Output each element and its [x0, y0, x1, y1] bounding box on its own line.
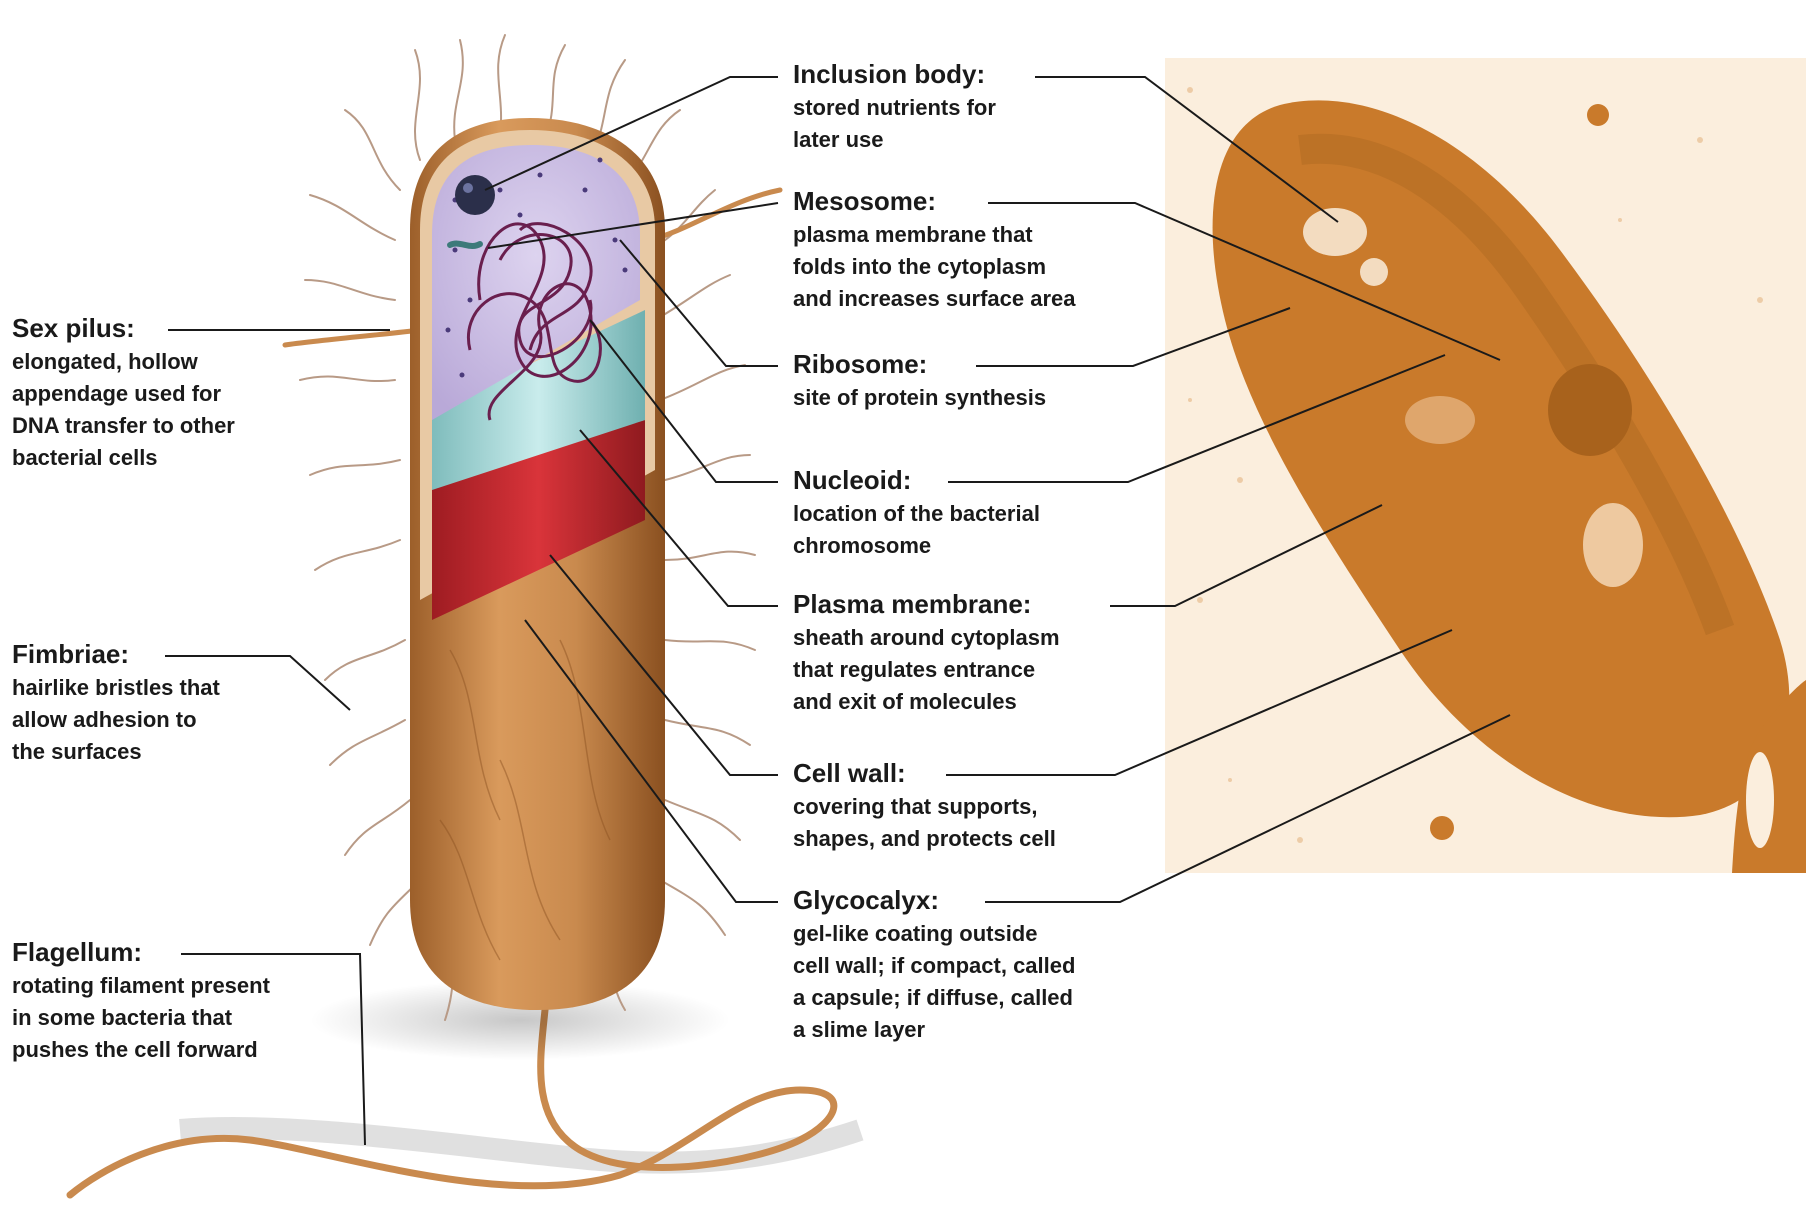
label-flagellum-title: Flagellum: [12, 936, 352, 968]
label-cell-wall-desc: covering that supports, shapes, and prot… [793, 791, 1133, 855]
label-nucleoid-desc: location of the bacterial chromosome [793, 498, 1133, 562]
label-fimbriae: Fimbriae: hairlike bristles that allow a… [12, 638, 352, 768]
label-mesosome-title: Mesosome: [793, 185, 1133, 217]
inclusion-body-highlight [463, 183, 473, 193]
label-inclusion-body-title: Inclusion body: [793, 58, 1133, 90]
micrograph-inclusion [1303, 208, 1367, 256]
micrograph-light-area [1583, 503, 1643, 587]
label-inclusion-body-desc: stored nutrients for later use [793, 92, 1133, 156]
micrograph-inclusion [1360, 258, 1388, 286]
label-plasma-membrane: Plasma membrane: sheath around cytoplasm… [793, 588, 1133, 718]
label-fimbriae-desc: hairlike bristles that allow adhesion to… [12, 672, 352, 768]
inclusion-body [455, 175, 495, 215]
label-plasma-membrane-desc: sheath around cytoplasm that regulates e… [793, 622, 1133, 718]
micrograph-speck [1587, 104, 1609, 126]
label-ribosome-desc: site of protein synthesis [793, 382, 1133, 414]
micrograph-gap [1746, 752, 1774, 848]
label-inclusion-body: Inclusion body: stored nutrients for lat… [793, 58, 1133, 156]
label-sex-pilus-desc: elongated, hollow appendage used for DNA… [12, 346, 352, 474]
micrograph-light-area [1405, 396, 1475, 444]
label-cell-wall-title: Cell wall: [793, 757, 1133, 789]
label-mesosome-desc: plasma membrane that folds into the cyto… [793, 219, 1133, 315]
label-ribosome: Ribosome: site of protein synthesis [793, 348, 1133, 414]
mesosome-fold [450, 244, 480, 246]
label-flagellum: Flagellum: rotating filament present in … [12, 936, 352, 1066]
micrograph-speck [1430, 816, 1454, 840]
label-glycocalyx: Glycocalyx: gel-like coating outside cel… [793, 884, 1133, 1046]
micrograph [1165, 58, 1806, 873]
label-nucleoid: Nucleoid: location of the bacterial chro… [793, 464, 1133, 562]
label-flagellum-desc: rotating filament present in some bacter… [12, 970, 352, 1066]
label-fimbriae-title: Fimbriae: [12, 638, 352, 670]
sex-pilus-appendage [650, 190, 780, 240]
label-nucleoid-title: Nucleoid: [793, 464, 1133, 496]
label-glycocalyx-desc: gel-like coating outside cell wall; if c… [793, 918, 1133, 1046]
bacterial-cell [410, 118, 665, 1010]
label-ribosome-title: Ribosome: [793, 348, 1133, 380]
label-plasma-membrane-title: Plasma membrane: [793, 588, 1133, 620]
label-sex-pilus: Sex pilus: elongated, hollow appendage u… [12, 312, 352, 474]
label-mesosome: Mesosome: plasma membrane that folds int… [793, 185, 1133, 315]
label-glycocalyx-title: Glycocalyx: [793, 884, 1133, 916]
label-cell-wall: Cell wall: covering that supports, shape… [793, 757, 1133, 855]
micrograph-nucleoid [1548, 364, 1632, 456]
label-sex-pilus-title: Sex pilus: [12, 312, 352, 344]
